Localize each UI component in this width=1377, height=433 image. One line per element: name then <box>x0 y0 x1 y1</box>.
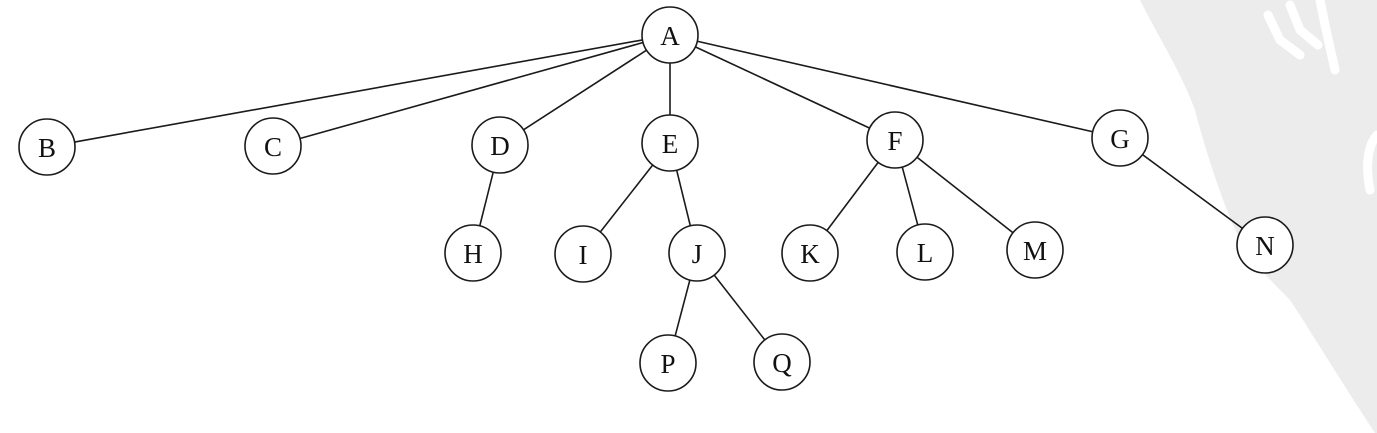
node-b: B <box>18 118 76 176</box>
node-circle <box>753 333 811 391</box>
node-q: Q <box>753 333 811 391</box>
node-circle <box>866 111 924 169</box>
node-label: L <box>917 238 934 268</box>
edge-a-d <box>523 49 647 131</box>
node-circle <box>639 334 697 392</box>
node-label: N <box>1255 231 1275 261</box>
node-circle <box>781 224 839 282</box>
edge-j-p <box>674 279 691 337</box>
node-circle <box>554 225 612 283</box>
edge-a-b <box>74 39 643 143</box>
edge-f-l <box>901 166 919 226</box>
node-label: P <box>660 349 675 379</box>
edge-g-n <box>1142 153 1243 230</box>
node-label: I <box>579 240 588 270</box>
node-h: H <box>444 224 502 282</box>
node-e: E <box>641 114 699 172</box>
node-circle <box>244 117 302 175</box>
node-circle <box>896 223 954 281</box>
node-circle <box>1006 221 1064 279</box>
watermark-arc-icon <box>1363 130 1377 195</box>
node-d: D <box>471 116 529 174</box>
node-label: J <box>692 239 703 269</box>
node-label: B <box>38 133 56 163</box>
watermark-glyph-icon <box>1263 0 1340 75</box>
edge-f-m <box>916 156 1014 234</box>
edge-a-f <box>695 46 870 129</box>
node-circle <box>1091 109 1149 167</box>
watermark-shape <box>1140 0 1377 433</box>
node-circle <box>641 6 699 64</box>
node-label: C <box>264 132 282 162</box>
node-i: I <box>554 225 612 283</box>
node-label: E <box>662 129 679 159</box>
node-n: N <box>1236 216 1294 274</box>
node-p: P <box>639 334 697 392</box>
node-label: G <box>1110 124 1130 154</box>
edge-a-c <box>299 41 644 140</box>
node-l: L <box>896 223 954 281</box>
node-label: A <box>660 21 680 51</box>
node-label: D <box>490 131 510 161</box>
node-circle <box>444 224 502 282</box>
node-label: H <box>463 239 483 269</box>
node-circle <box>18 118 76 176</box>
edge-e-i <box>599 164 654 233</box>
nodes: A B C D E F G H I J K L M N P Q <box>18 6 1294 392</box>
node-c: C <box>244 117 302 175</box>
node-j: J <box>668 224 726 282</box>
edges <box>74 39 1243 341</box>
node-g: G <box>1091 109 1149 167</box>
edge-d-h <box>479 171 494 227</box>
node-k: K <box>781 224 839 282</box>
edge-j-q <box>713 274 766 341</box>
node-circle <box>641 114 699 172</box>
edge-a-g <box>697 40 1093 133</box>
node-label: Q <box>772 348 792 378</box>
node-a: A <box>641 6 699 64</box>
node-f: F <box>866 111 924 169</box>
edge-f-k <box>826 161 879 232</box>
edge-e-j <box>675 170 692 226</box>
node-circle <box>668 224 726 282</box>
node-circle <box>471 116 529 174</box>
node-label: F <box>887 126 902 156</box>
node-label: K <box>800 239 820 269</box>
node-m: M <box>1006 221 1064 279</box>
node-label: M <box>1023 236 1047 266</box>
node-circle <box>1236 216 1294 274</box>
